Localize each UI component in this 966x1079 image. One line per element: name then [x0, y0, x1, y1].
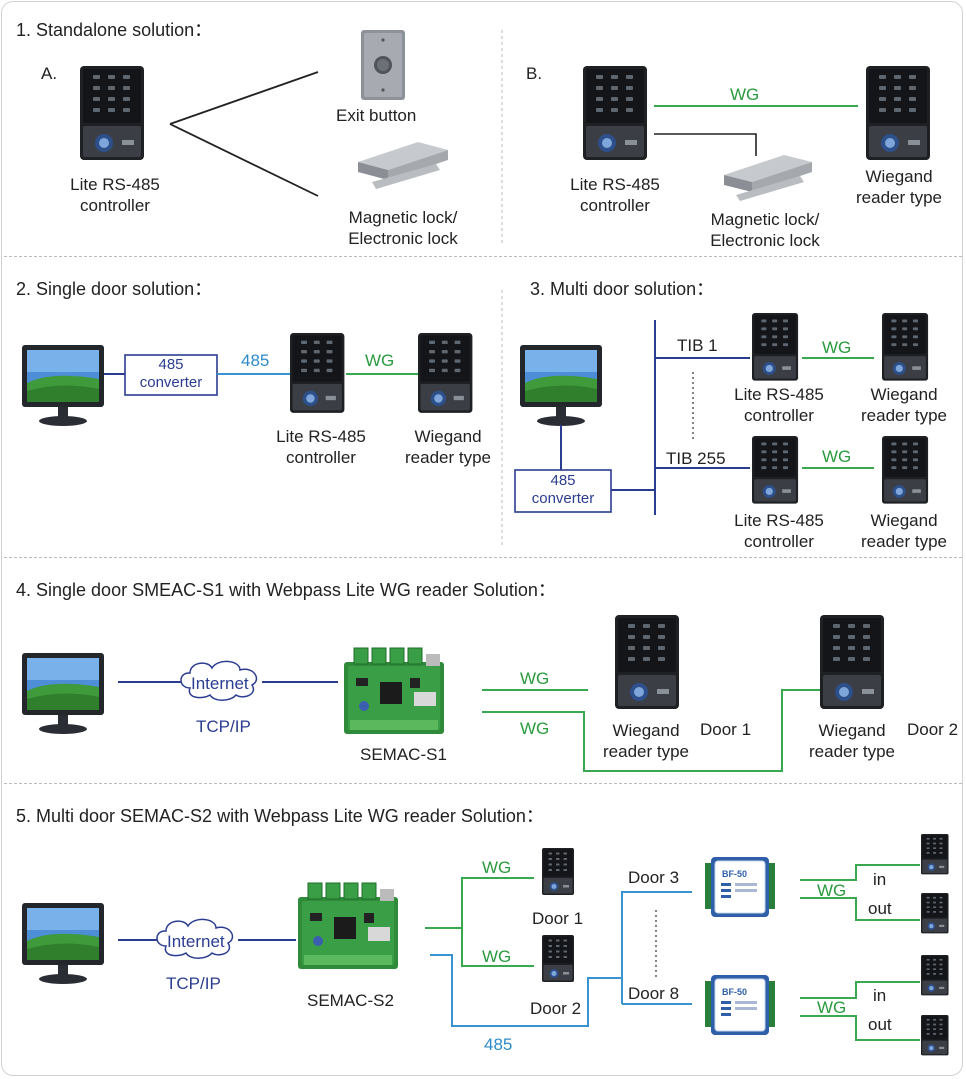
wg-label: WG: [730, 85, 760, 104]
magnetic-lock-label: Magnetic lock/ Electronic lock: [348, 208, 458, 248]
wg-label: WG: [520, 719, 550, 738]
magnetic-lock-icon: [358, 142, 448, 189]
section-divider: [4, 256, 962, 257]
door1-label: Door 1: [700, 720, 752, 739]
exit-button-icon: [361, 30, 405, 100]
wg-label: WG: [822, 338, 852, 357]
in-label: in: [873, 870, 887, 889]
door8-label: Door 8: [628, 984, 680, 1003]
tcpip-label: TCP/IP: [166, 974, 221, 993]
rs485-link: [430, 954, 622, 1027]
option-b-label: B.: [526, 64, 543, 83]
reader-label: Wiegand reader type: [405, 427, 491, 467]
converter-box: [124, 354, 218, 396]
rs485-bus: [611, 320, 750, 515]
reader-device-icon: [921, 834, 949, 875]
semac-s1-board-icon: [343, 647, 445, 735]
door3-label: Door 3: [628, 868, 680, 887]
magnetic-lock-icon: [724, 155, 812, 201]
tib1-label: TIB 1: [677, 336, 718, 355]
controller-device-icon: [290, 333, 345, 413]
wg-label: WG: [482, 947, 512, 966]
reader-device-icon: [921, 955, 949, 996]
section1-title: 1. Standalone solution：: [16, 20, 213, 40]
rs485-label: 485: [241, 351, 270, 370]
option-a-label: A.: [41, 64, 58, 83]
out-label: out: [868, 899, 892, 918]
bf50-controller-icon: [704, 974, 776, 1036]
controller-label: Lite RS-485 controller: [734, 511, 824, 551]
controller-device-icon: [752, 313, 799, 381]
controller-device-icon: [80, 66, 144, 160]
magnetic-lock-label: Magnetic lock/ Electronic lock: [710, 210, 820, 250]
section2-title: 2. Single door solution：: [16, 279, 213, 299]
controller-label: Lite RS-485 controller: [734, 385, 824, 425]
wg-link: [482, 689, 820, 772]
computer-monitor-icon: [22, 653, 104, 734]
wg-label: WG: [817, 998, 847, 1017]
door2-label: Door 2: [907, 720, 959, 739]
wg-link: [425, 877, 534, 967]
rs485-label: 485: [484, 1035, 513, 1054]
tib255-label: TIB 255: [666, 449, 726, 468]
section4-title: 4. Single door SMEAC-S1 with Webpass Lit…: [16, 580, 556, 600]
section-divider: [4, 557, 962, 558]
wg-label: WG: [817, 881, 847, 900]
wg-link: [800, 864, 920, 1041]
reader-label: Wiegand reader type: [856, 167, 942, 207]
reader-device-icon: [882, 436, 929, 504]
connector-line: [169, 71, 319, 197]
reader-label: Wiegand reader type: [603, 721, 689, 761]
wg-label: WG: [365, 351, 395, 370]
controller-device-icon: [752, 436, 799, 504]
reader-device-icon: [882, 313, 929, 381]
computer-monitor-icon: [22, 345, 104, 426]
bf50-controller-icon: [704, 856, 776, 918]
board-label: SEMAC-S2: [307, 991, 394, 1010]
section5-title: 5. Multi door SEMAC-S2 with Webpass Lite…: [16, 806, 544, 826]
reader-label: Wiegand reader type: [861, 511, 947, 551]
internet-label: Internet: [167, 932, 225, 951]
section3-title: 3. Multi door solution：: [530, 279, 715, 299]
exit-button-label: Exit button: [336, 106, 417, 125]
reader-label: Wiegand reader type: [809, 721, 895, 761]
controller-label: Lite RS-485 controller: [276, 427, 366, 467]
reader-device-icon: [542, 935, 574, 982]
wg-label: WG: [482, 858, 512, 877]
in-label: in: [873, 986, 887, 1005]
reader-label: Wiegand reader type: [861, 385, 947, 425]
out-label: out: [868, 1015, 892, 1034]
section-divider: [4, 783, 962, 784]
controller-label: Lite RS-485 controller: [570, 175, 660, 215]
internet-label: Internet: [191, 674, 249, 693]
door2-label: Door 2: [530, 999, 582, 1018]
wg-label: WG: [520, 669, 550, 688]
wg-label: WG: [822, 447, 852, 466]
rs485-bus: [621, 891, 692, 1005]
tcpip-label: TCP/IP: [196, 717, 251, 736]
controller-device-icon: [583, 66, 647, 160]
computer-monitor-icon: [520, 345, 602, 426]
controller-label: Lite RS-485 controller: [70, 175, 160, 215]
converter-label: 485 converter: [139, 356, 203, 391]
lock-link: [654, 133, 757, 156]
reader-device-icon: [866, 66, 930, 160]
semac-s2-board-icon: [297, 882, 399, 970]
board-label: SEMAC-S1: [360, 745, 447, 764]
computer-monitor-icon: [22, 903, 104, 984]
door1-label: Door 1: [532, 909, 584, 928]
reader-device-icon: [921, 893, 949, 934]
converter-label: 485 converter: [531, 472, 595, 507]
reader-device-icon: [542, 848, 574, 895]
reader-device-icon: [615, 615, 679, 709]
reader-device-icon: [418, 333, 473, 413]
reader-device-icon: [921, 1015, 949, 1056]
reader-device-icon: [820, 615, 884, 709]
